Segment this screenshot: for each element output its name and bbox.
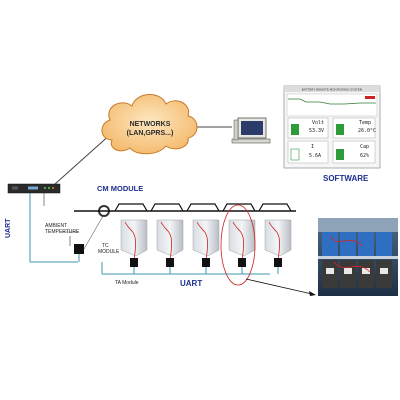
battery-connector <box>150 203 184 212</box>
battery-connector <box>114 203 148 212</box>
ta-module-device <box>202 258 210 267</box>
uart-bottom-label: UART <box>180 279 202 288</box>
detail-arrow <box>245 278 313 295</box>
sense-wire <box>196 221 208 261</box>
sense-wire <box>268 221 280 261</box>
software-window: BATTERY REMOTE MONITORING SYSTEM <box>283 85 381 169</box>
ta-module-device <box>130 258 138 267</box>
ambient-label-2: TEMPERTURE <box>45 229 80 235</box>
sense-wire <box>124 221 136 261</box>
battery-cell <box>156 219 184 257</box>
cm-cloud-link <box>54 132 113 185</box>
tile-temp-value: 26.0°C <box>358 128 376 134</box>
sense-wire <box>232 221 244 261</box>
battery-cell <box>192 219 220 257</box>
battery-connector <box>258 203 292 212</box>
battery-cell <box>264 219 292 257</box>
battery-connector <box>222 203 256 212</box>
network-cloud <box>101 94 198 155</box>
ta-module-device <box>238 258 246 267</box>
installation-photo <box>318 218 398 296</box>
uart-left-label: UART <box>5 218 12 238</box>
cloud-line1: NETWORKS <box>130 121 171 128</box>
computer-icon <box>231 117 271 144</box>
trend-chart <box>286 93 378 117</box>
ta-module-label: TA Module <box>115 280 139 286</box>
software-header: BATTERY REMOTE MONITORING SYSTEM <box>302 88 363 92</box>
cm-module-label: CM MODULE <box>97 184 143 193</box>
battery-cell <box>120 219 148 257</box>
battery-cell <box>228 219 256 257</box>
tile-current-label: I <box>311 144 314 150</box>
tile-volt-label: Volt <box>312 120 324 126</box>
highlight-ellipse <box>220 204 256 286</box>
sense-wire <box>160 221 172 261</box>
battery-string <box>114 203 292 274</box>
battery-connector <box>186 203 220 212</box>
tc-module-device <box>74 244 84 254</box>
ta-module-device <box>166 258 174 267</box>
ambient-label-1: AMBIENT <box>45 223 67 229</box>
tile-volt-value: 53.3V <box>309 128 324 134</box>
tc-label-2: MODULE <box>98 249 120 255</box>
tile-current-value: 5.6A <box>309 153 321 159</box>
cm-module-device <box>7 183 61 194</box>
software-label: SOFTWARE <box>323 174 369 183</box>
cloud-line2: (LAN,GPRS...) <box>127 130 174 137</box>
tile-temp-label: Temp <box>359 120 371 126</box>
tile-cap-label: Cap <box>360 144 369 150</box>
trend-line <box>288 98 376 105</box>
trend-marker <box>365 96 375 99</box>
tile-cap-value: 62% <box>360 153 369 159</box>
ta-module-device <box>274 258 282 267</box>
tc-label-1: TC <box>102 243 109 249</box>
